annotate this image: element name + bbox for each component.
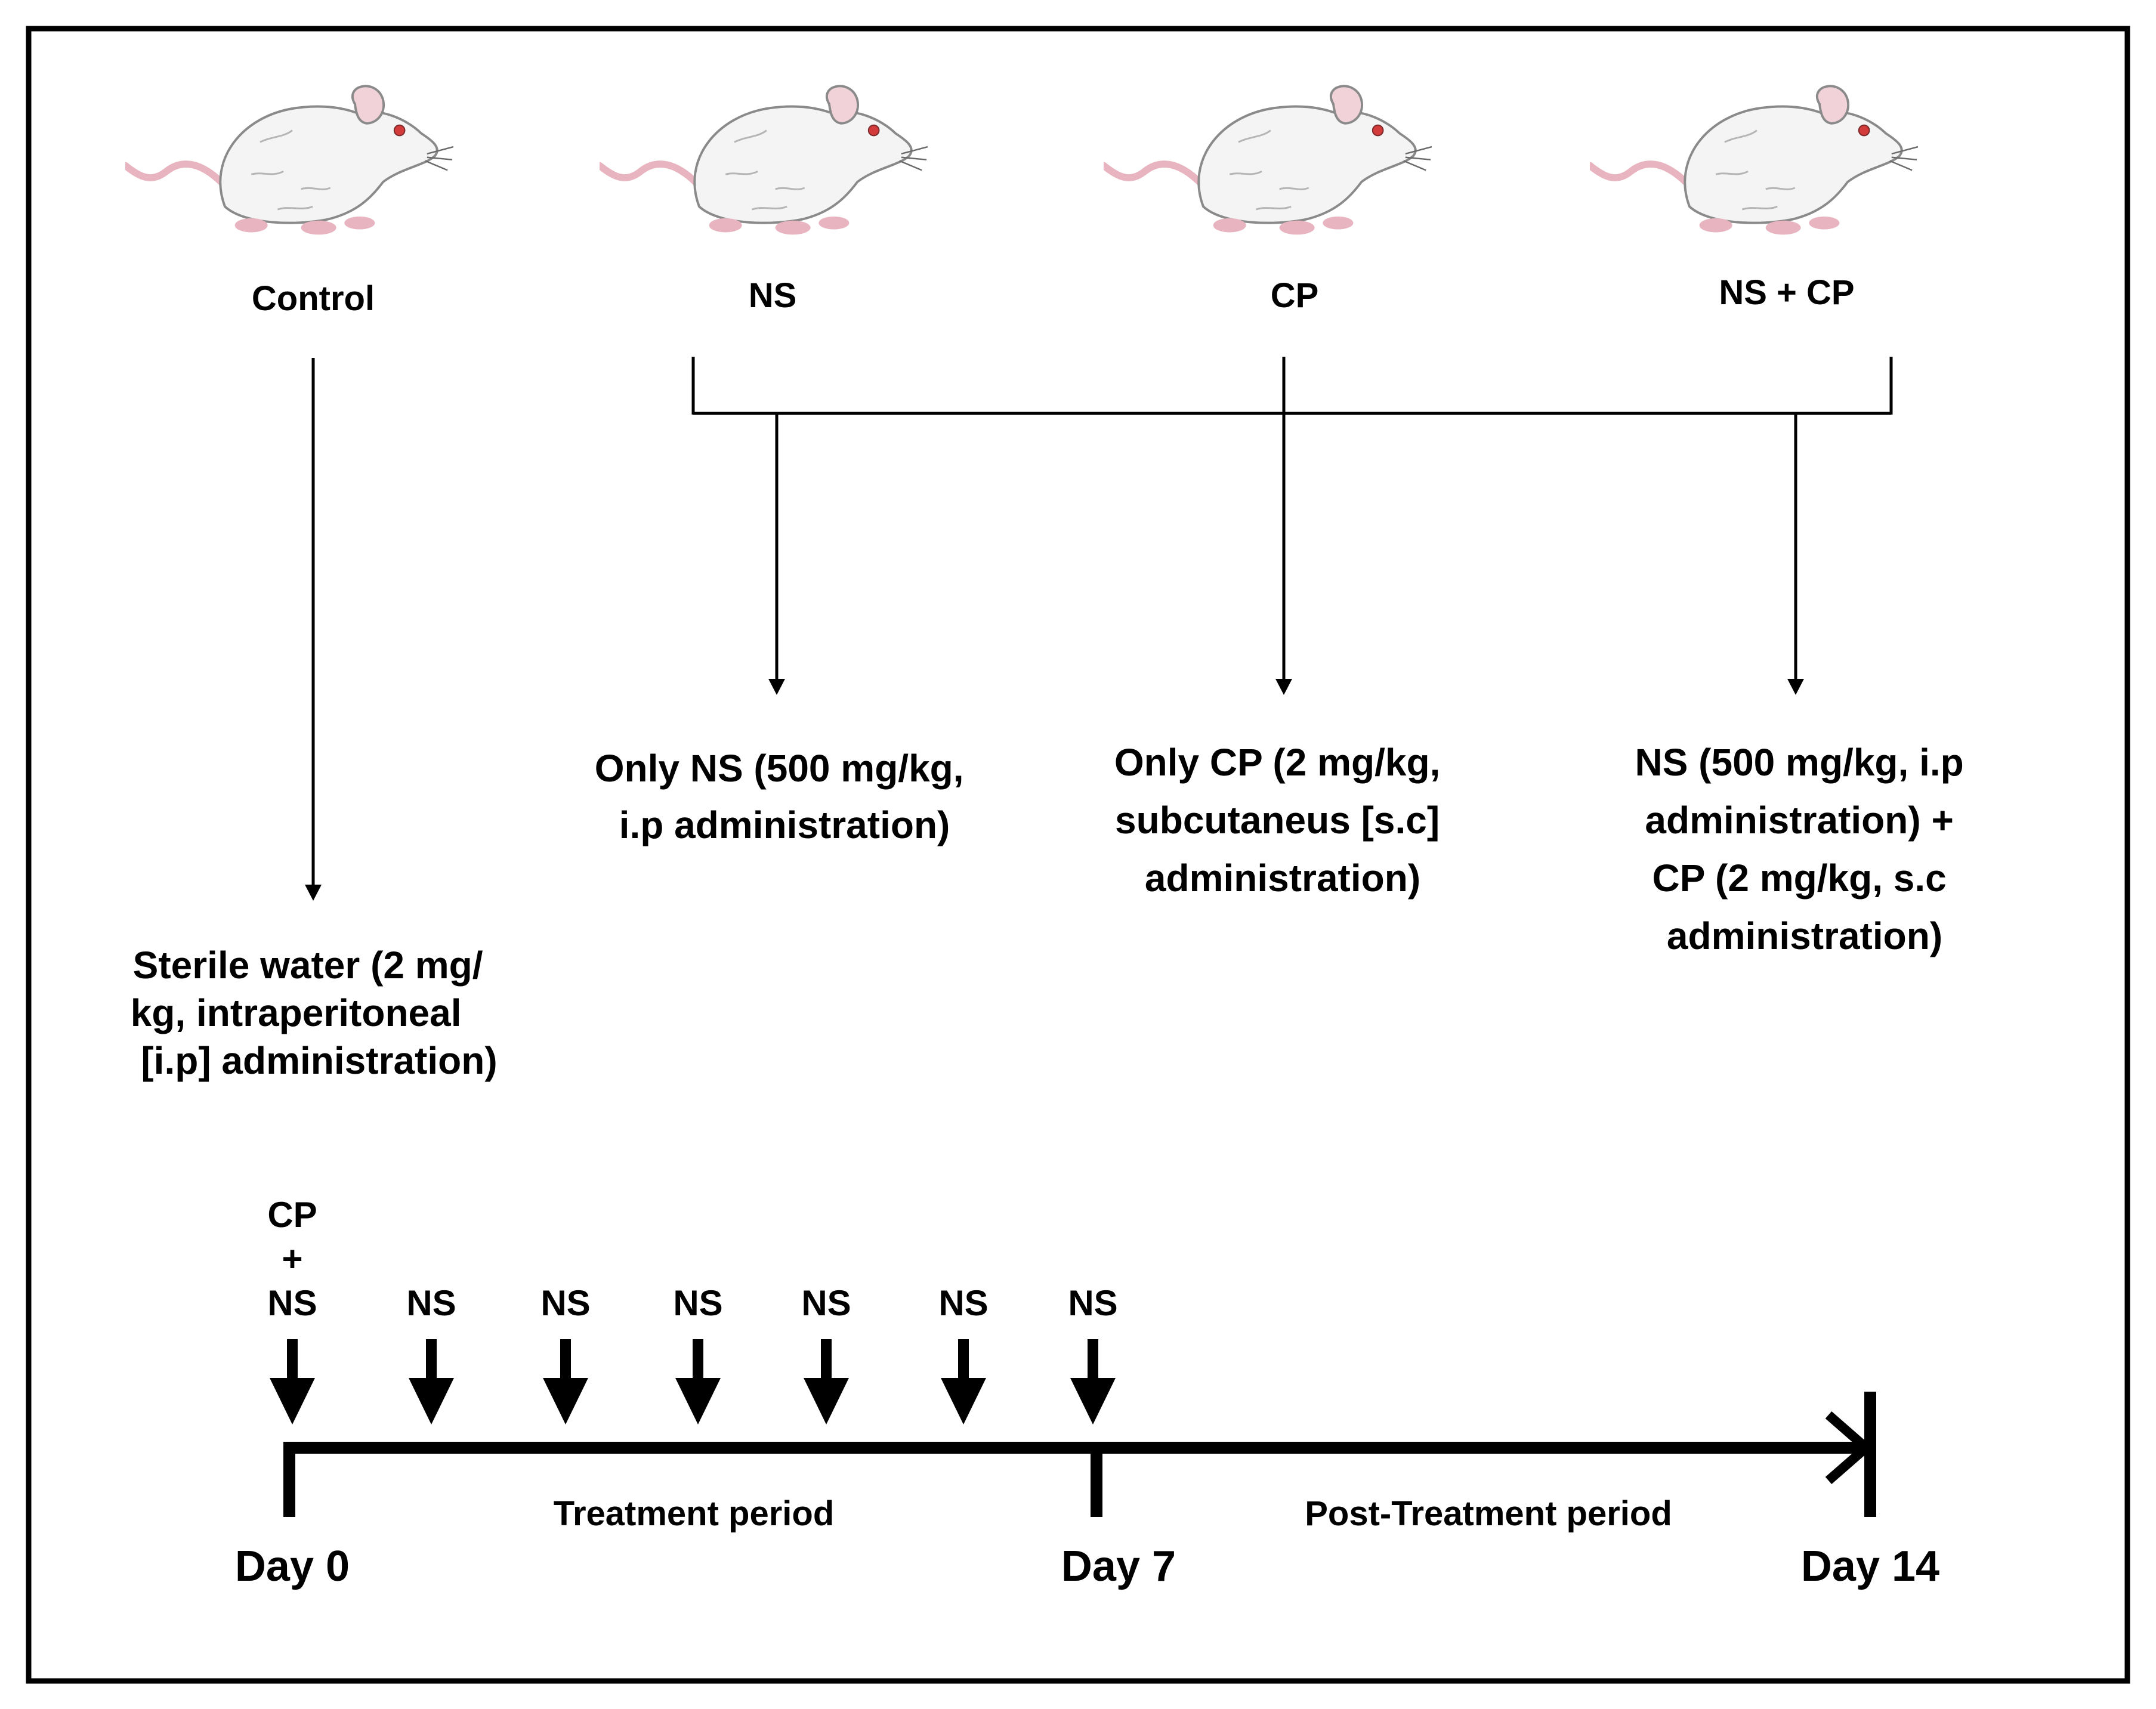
dose-label: + — [282, 1239, 302, 1279]
treatment-cp: Only CP (2 mg/kg, subcutaneus [s.c] admi… — [1114, 741, 1451, 900]
dose-marker: NS — [1068, 1283, 1118, 1424]
group-header-cp: CP — [1104, 86, 1432, 315]
treatment-line: administration) + — [1645, 799, 1953, 842]
period-label: Treatment period — [554, 1494, 835, 1533]
timeline: Day 0 Day 7 Day 14 Treatment period Post… — [235, 1195, 1939, 1590]
dose-label: NS — [267, 1283, 317, 1323]
treatment-line: i.p administration) — [619, 803, 950, 846]
day-label: Day 7 — [1061, 1543, 1176, 1590]
dose-marker: NS — [406, 1283, 456, 1424]
group-label: Control — [252, 279, 375, 318]
dose-marker: NS — [673, 1283, 723, 1424]
mouse-icon — [125, 86, 453, 234]
treatment-line: CP (2 mg/kg, s.c — [1652, 857, 1947, 900]
mouse-icon — [1590, 86, 1918, 234]
dose-label: NS — [673, 1283, 722, 1323]
dose-marker: NS — [540, 1283, 591, 1424]
dose-marker: NS — [938, 1283, 989, 1424]
dose-arrow-head — [675, 1378, 721, 1424]
ns-cp-arrow-head — [1787, 679, 1804, 695]
control-arrow-head — [305, 885, 322, 901]
cp-arrow-head — [1275, 679, 1292, 695]
dose-label: NS — [801, 1283, 851, 1323]
group-connectors — [305, 357, 1893, 901]
dose-marker: CP+NS — [267, 1195, 317, 1424]
treatment-line: Sterile water (2 mg/ — [133, 944, 483, 987]
treatment-line: Only NS (500 mg/kg, — [595, 747, 964, 790]
dose-label: CP — [267, 1195, 317, 1235]
treatment-line: [i.p] administration) — [141, 1039, 497, 1082]
group-header-ns: NS — [600, 86, 928, 315]
group-header-control: Control — [125, 86, 453, 318]
dose-arrow-head — [804, 1378, 849, 1424]
dose-label: NS — [406, 1283, 456, 1323]
diagram-frame — [26, 26, 2130, 1684]
group-label: CP — [1271, 276, 1319, 315]
group-label: NS + CP — [1719, 273, 1854, 312]
group-header-ns-cp: NS + CP — [1590, 86, 1918, 312]
dose-label: NS — [1068, 1283, 1117, 1323]
treatment-line: subcutaneus [s.c] — [1115, 799, 1440, 842]
dose-arrow-head — [270, 1378, 315, 1424]
day-label: Day 0 — [235, 1543, 350, 1590]
ns-arrow-head — [768, 679, 785, 695]
treatment-ns: Only NS (500 mg/kg, i.p administration) — [595, 747, 975, 846]
treatment-line: administration) — [1667, 914, 1942, 957]
treatment-control: Sterile water (2 mg/ kg, intraperitoneal… — [131, 944, 498, 1082]
dose-arrow-head — [941, 1378, 986, 1424]
treatment-line: administration) — [1145, 857, 1420, 900]
treatment-line: NS (500 mg/kg, i.p — [1635, 741, 1963, 784]
dose-arrow-head — [409, 1378, 454, 1424]
dose-arrow-head — [543, 1378, 588, 1424]
mouse-icon — [600, 86, 928, 234]
treatment-line: kg, intraperitoneal — [131, 991, 462, 1034]
dose-arrow-head — [1070, 1378, 1116, 1424]
group-label: NS — [749, 276, 797, 315]
mouse-icon — [1104, 86, 1432, 234]
period-label: Post-Treatment period — [1305, 1494, 1672, 1533]
dose-label: NS — [938, 1283, 988, 1323]
dose-marker: NS — [801, 1283, 851, 1424]
treatment-line: Only CP (2 mg/kg, — [1114, 741, 1441, 784]
day-label: Day 14 — [1801, 1543, 1939, 1590]
dose-label: NS — [540, 1283, 590, 1323]
treatment-ns-cp: NS (500 mg/kg, i.p administration) + CP … — [1635, 741, 1974, 957]
